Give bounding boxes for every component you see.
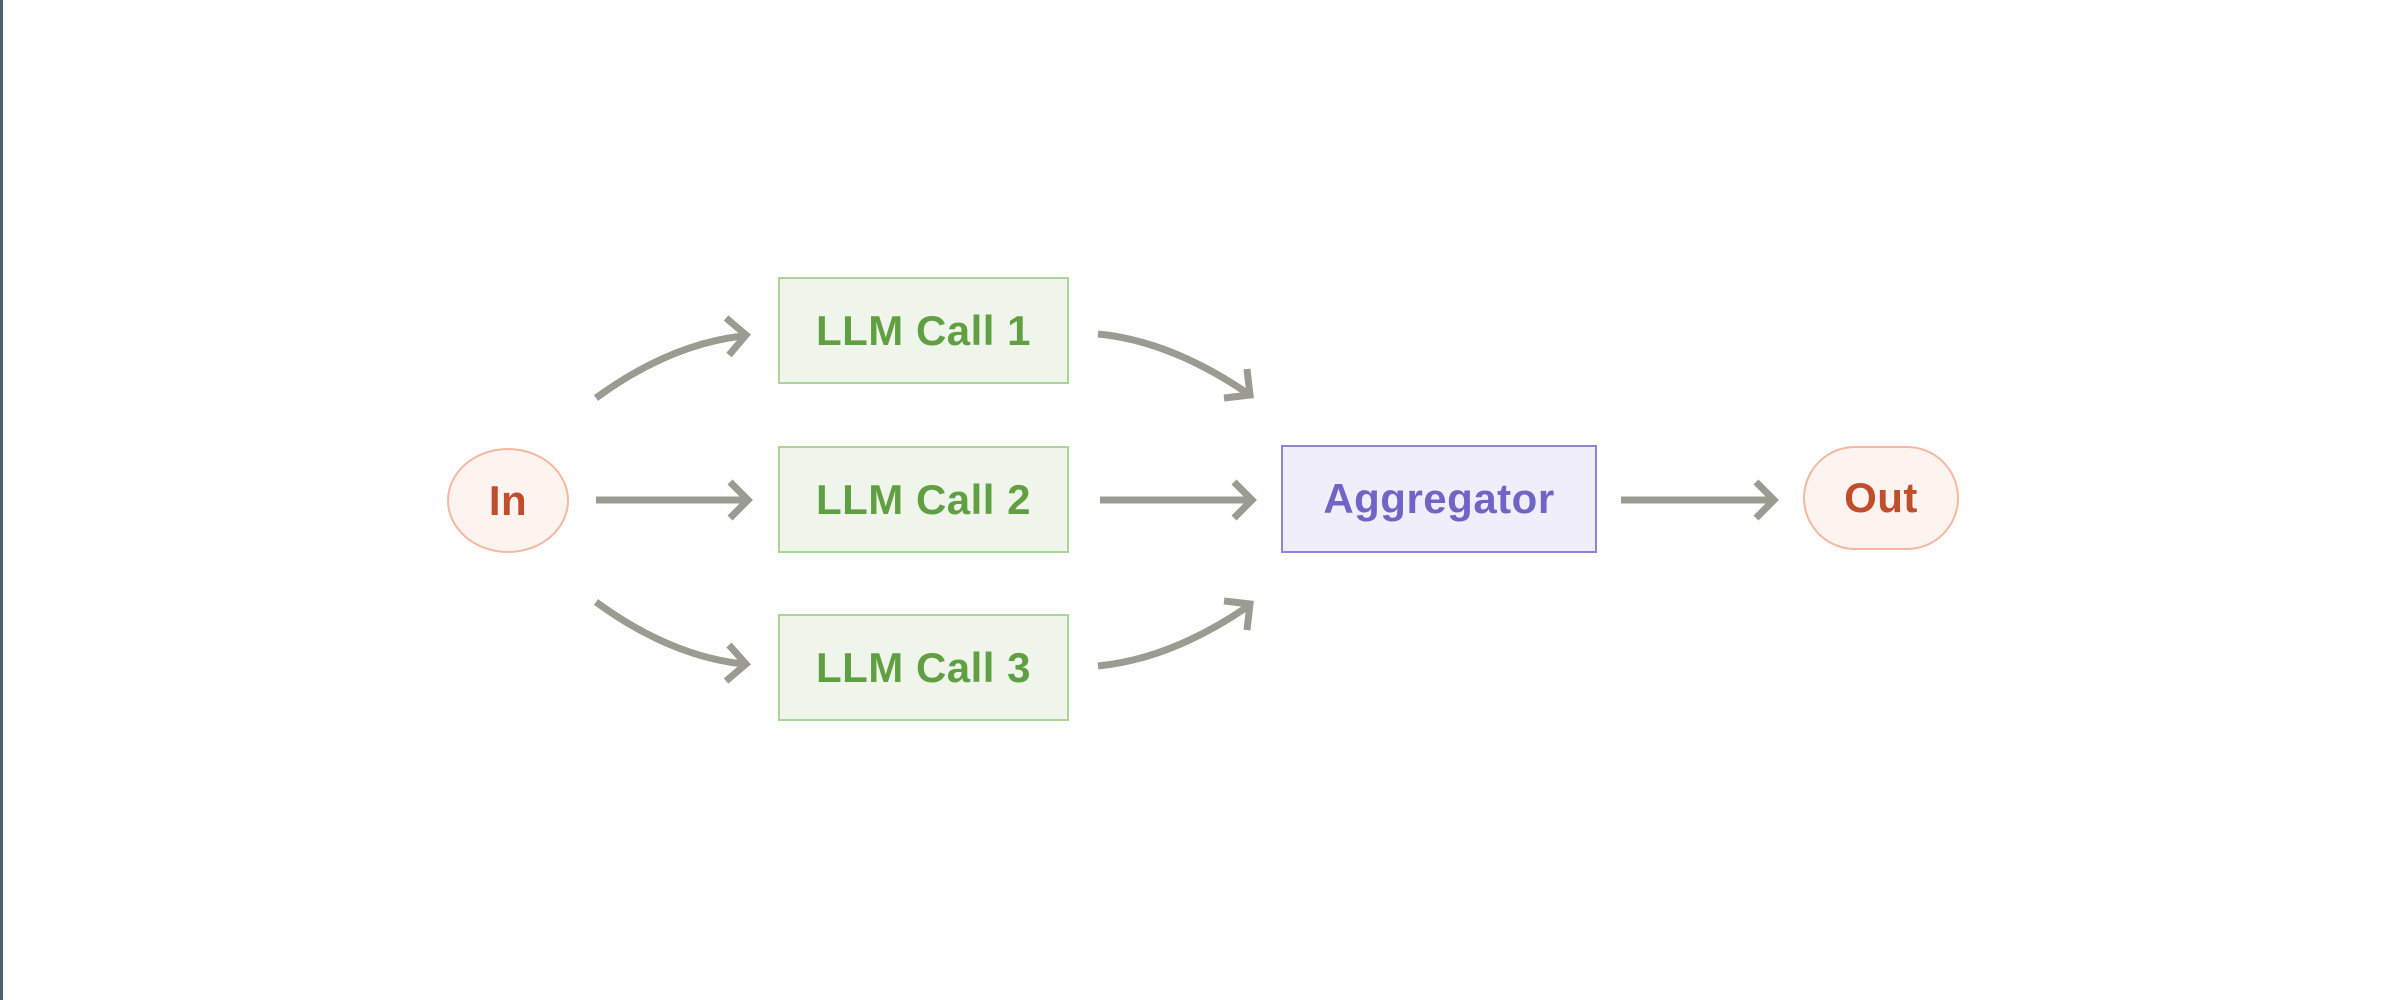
node-llm-call-2: LLM Call 2 [778,446,1069,553]
node-aggregator: Aggregator [1281,445,1597,553]
arrow-llm-call-1-to-aggregator [1097,330,1254,402]
node-llm-call-1: LLM Call 1 [778,277,1069,384]
arrow-in-to-llm-call-3 [593,599,752,684]
node-out-label: Out [1844,474,1918,521]
arrow-in-to-llm-call-2 [596,479,753,521]
node-in: In [447,448,569,553]
node-out: Out [1803,446,1959,550]
node-llm-call-2-label: LLM Call 2 [815,475,1032,523]
node-in-label: In [488,476,528,524]
node-llm-call-3-label: LLM Call 3 [815,643,1032,691]
left-edge-accent-line [0,0,3,1000]
arrow-in-to-llm-call-1 [593,315,751,401]
arrow-llm-call-2-to-aggregator [1100,479,1257,521]
node-llm-call-1-label: LLM Call 1 [815,306,1032,354]
arrow-llm-call-3-to-aggregator [1097,597,1254,670]
node-llm-call-3: LLM Call 3 [778,614,1069,721]
arrow-aggregator-to-out [1621,479,1779,521]
node-aggregator-label: Aggregator [1323,475,1555,522]
